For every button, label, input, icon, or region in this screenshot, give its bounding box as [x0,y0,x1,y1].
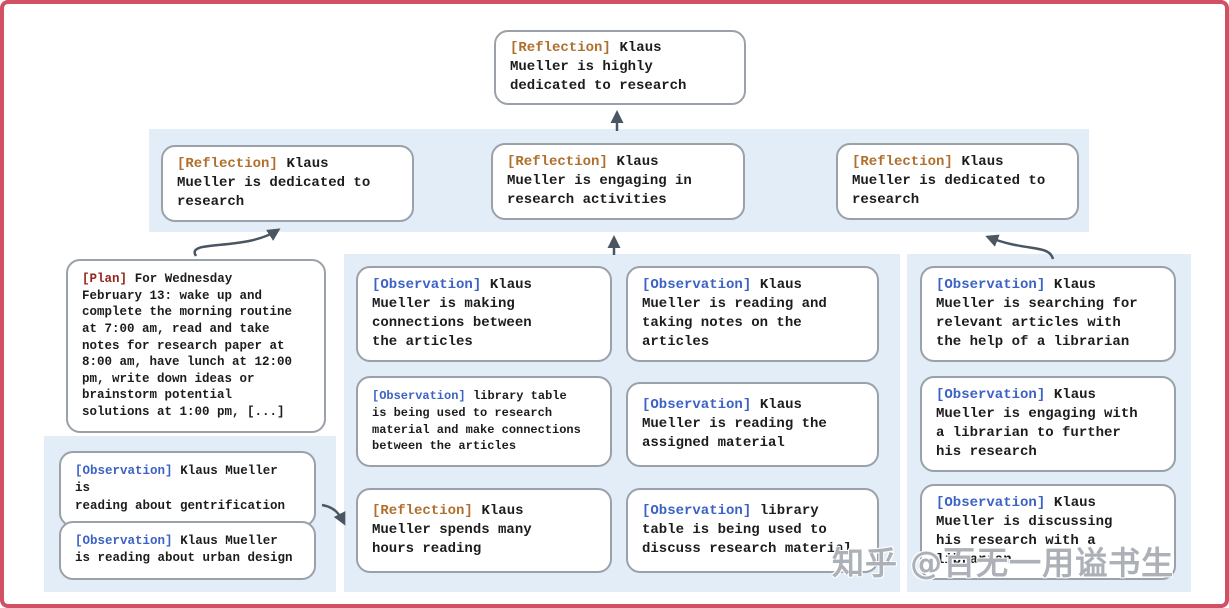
node-text: Klaus Mueller is discussing his research… [936,495,1113,569]
node-observation-engaging-librarian: [Observation]Klaus Mueller is engaging w… [920,376,1176,473]
node-text: library table is being used to discuss r… [642,503,853,558]
node-observation-making-connections: [Observation]Klaus Mueller is making con… [356,266,612,363]
observation-tag-label: [Observation] [936,387,1046,403]
node-plan-wednesday: [Plan]For Wednesday February 13: wake up… [66,259,326,433]
node-text: Klaus Mueller is dedicated to research [177,156,371,211]
node-observation-library-table-discuss: [Observation]library table is being used… [626,488,879,574]
node-observation-taking-notes: [Observation]Klaus Mueller is reading an… [626,266,879,363]
node-reflection-engaging: [Reflection]Klaus Mueller is engaging in… [491,143,745,221]
node-reflection-root: [Reflection]Klaus Mueller is highly dedi… [494,30,746,106]
observation-tag-label: [Observation] [75,464,173,478]
node-text: Klaus Mueller is making connections betw… [372,277,532,351]
node-text: Klaus Mueller is reading the assigned ma… [642,397,827,452]
reflection-tag-label: [Reflection] [507,154,608,170]
observation-tag-label: [Observation] [75,534,173,548]
plan-tag-label: [Plan] [82,272,128,286]
node-observation-searching-articles: [Observation]Klaus Mueller is searching … [920,266,1176,363]
node-text: Klaus Mueller is reading about urban des… [75,534,293,566]
node-reflection-dedicated-right: [Reflection]Klaus Mueller is dedicated t… [836,143,1079,221]
node-text: Klaus Mueller is engaging with a librari… [936,387,1138,461]
observation-tag-label: [Observation] [642,397,752,413]
node-observation-urban-design: [Observation]Klaus Mueller is reading ab… [59,521,316,580]
observation-tag-label: [Observation] [642,277,752,293]
reflection-tag-label: [Reflection] [372,503,473,519]
node-reflection-dedicated-left: [Reflection]Klaus Mueller is dedicated t… [161,145,414,223]
observation-tag-label: [Observation] [372,277,482,293]
arrow-plan-to-refl-left [193,228,281,257]
node-observation-gentrification: [Observation]Klaus Mueller is reading ab… [59,451,316,527]
node-text: Klaus Mueller is reading and taking note… [642,277,827,351]
node-text: For Wednesday February 13: wake up and c… [82,272,293,419]
observation-tag-label: [Observation] [936,277,1046,293]
node-observation-discussing-librarian: [Observation]Klaus Mueller is discussing… [920,484,1176,581]
node-text: Klaus Mueller is engaging in research ac… [507,154,692,209]
node-text: Klaus Mueller is highly dedicated to res… [510,40,687,95]
reflection-tag-label: [Reflection] [177,156,278,172]
zhihu-watermark: 知乎 @百无一用谥书生 [832,544,1175,582]
reflection-tag-label: [Reflection] [510,40,611,56]
observation-tag-label: [Observation] [372,389,466,403]
reflection-tag-label: [Reflection] [852,154,953,170]
node-text: library table is being used to research … [372,389,581,454]
observation-tag-label: [Observation] [642,503,752,519]
node-observation-library-table-research: [Observation]library table is being used… [356,376,612,468]
node-text: Klaus Mueller is reading about gentrific… [75,464,286,513]
observation-tag-label: [Observation] [936,495,1046,511]
node-text: Klaus Mueller is dedicated to research [852,154,1046,209]
node-observation-assigned-material: [Observation]Klaus Mueller is reading th… [626,382,879,468]
node-text: Klaus Mueller is searching for relevant … [936,277,1138,351]
node-text: Klaus Mueller spends many hours reading [372,503,532,558]
node-reflection-hours-reading: [Reflection]Klaus Mueller spends many ho… [356,488,612,574]
